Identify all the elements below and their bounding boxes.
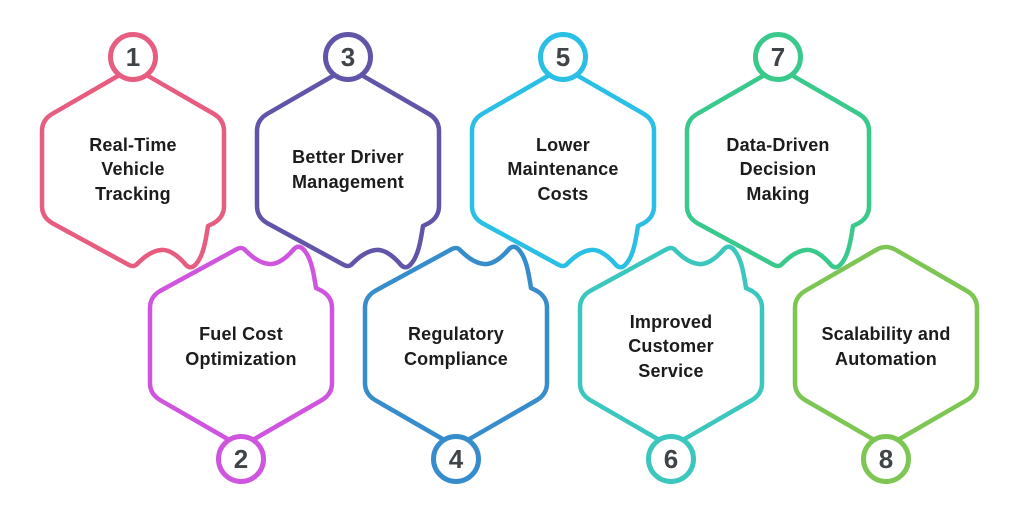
benefit-label: Lower Maintenance Costs: [507, 135, 619, 204]
benefit-label: Scalability and Automation: [821, 324, 951, 369]
hexagon-bubble-outline: [362, 244, 550, 447]
benefit-card-5: Lower Maintenance Costs 5: [468, 32, 658, 273]
benefit-number: 8: [878, 444, 894, 474]
benefit-number-badge: 4: [431, 434, 481, 484]
hexagon-bubble-outline: [469, 67, 657, 270]
hexagon-bubble-outline: [254, 67, 442, 270]
benefit-number: 1: [125, 42, 141, 72]
benefit-label: Real-Time Vehicle Tracking: [89, 135, 177, 204]
benefit-number-badge: 2: [216, 434, 266, 484]
benefit-card-1: Real-Time Vehicle Tracking 1: [38, 32, 228, 273]
benefit-label: Data-Driven Decision Making: [726, 135, 830, 204]
benefit-number: 3: [340, 42, 356, 72]
benefit-number-badge: 7: [753, 32, 803, 82]
benefit-number-badge: 5: [538, 32, 588, 82]
benefit-number: 6: [663, 444, 679, 474]
benefit-number-badge: 1: [108, 32, 158, 82]
benefit-number: 5: [555, 42, 571, 72]
benefit-card-6: Improved Customer Service 6: [576, 243, 766, 484]
benefit-number: 4: [448, 444, 464, 474]
benefit-card-7: Data-Driven Decision Making 7: [683, 32, 873, 273]
benefit-label: Improved Customer Service: [628, 312, 714, 381]
benefit-number-badge: 8: [861, 434, 911, 484]
benefit-number-badge: 3: [323, 32, 373, 82]
hexagon-bubble-outline: [577, 244, 765, 447]
benefit-number: 7: [770, 42, 786, 72]
benefit-number: 2: [233, 444, 249, 474]
hexagon-bubble-outline: [147, 244, 335, 447]
hexagon-bubble-outline: [39, 67, 227, 270]
benefit-label: Regulatory Compliance: [403, 324, 509, 369]
benefit-number-badge: 6: [646, 434, 696, 484]
benefit-card-3: Better Driver Management 3: [253, 32, 443, 273]
benefit-card-4: Regulatory Compliance 4: [361, 243, 551, 484]
benefit-card-2: Fuel Cost Optimization 2: [146, 243, 336, 484]
benefit-card-8: Scalability and Automation 8: [791, 243, 981, 484]
benefit-label: Fuel Cost Optimization: [185, 324, 297, 369]
benefit-label: Better Driver Management: [291, 147, 405, 192]
hexagon-bubble-outline: [684, 67, 872, 270]
